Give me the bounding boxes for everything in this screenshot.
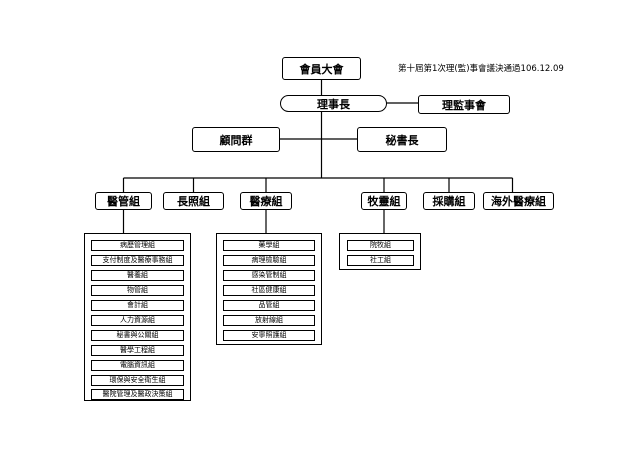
secretary-general-box: 秘書長: [357, 127, 447, 152]
list-item: 會計組: [91, 300, 184, 311]
list-item: 安寧照護組: [223, 330, 315, 341]
list-item: 支付制度及醫療事務組: [91, 255, 184, 266]
list-item: 電腦資訊組: [91, 360, 184, 371]
list-item: 醫學工程組: [91, 345, 184, 356]
supervisor-board-box: 理監事會: [418, 95, 510, 114]
list-item: 放射線組: [223, 315, 315, 326]
dept-overseas-medical: 海外醫療組: [483, 192, 554, 210]
list-item: 醫院管理及醫政決策組: [91, 389, 184, 400]
list-item: 院牧組: [347, 240, 414, 251]
dept-pastoral: 牧靈組: [361, 192, 407, 210]
list-item: 物管組: [91, 285, 184, 296]
medical-management-group: 病歷管理組 支付制度及醫療事務組 醫養組 物管組 會計組 人力資源組 秘書與公關…: [84, 233, 191, 401]
dept-medical-care: 醫療組: [240, 192, 292, 210]
list-item: 秘書與公關組: [91, 330, 184, 341]
dept-medical-management: 醫管組: [95, 192, 152, 210]
dept-long-term-care: 長照組: [163, 192, 224, 210]
list-item: 醫養組: [91, 270, 184, 281]
list-item: 感染管制組: [223, 270, 315, 281]
advisors-box: 顧問群: [192, 127, 280, 152]
dept-procurement: 採購組: [423, 192, 475, 210]
assembly-box: 會員大會: [282, 57, 361, 80]
list-item: 環保與安全衛生組: [91, 375, 184, 386]
pastoral-group: 院牧組 社工組: [339, 233, 421, 270]
list-item: 人力資源組: [91, 315, 184, 326]
medical-care-group: 藥學組 病理檢驗組 感染管制組 社區健康組 品管組 放射線組 安寧照護組: [216, 233, 322, 345]
list-item: 社區健康組: [223, 285, 315, 296]
chairman-box: 理事長: [280, 95, 387, 112]
list-item: 社工組: [347, 255, 414, 266]
approval-note: 第十屆第1次理(監)事會議決通過106.12.09: [398, 64, 564, 74]
list-item: 病理檢驗組: [223, 255, 315, 266]
list-item: 品管組: [223, 300, 315, 311]
list-item: 病歷管理組: [91, 240, 184, 251]
list-item: 藥學組: [223, 240, 315, 251]
